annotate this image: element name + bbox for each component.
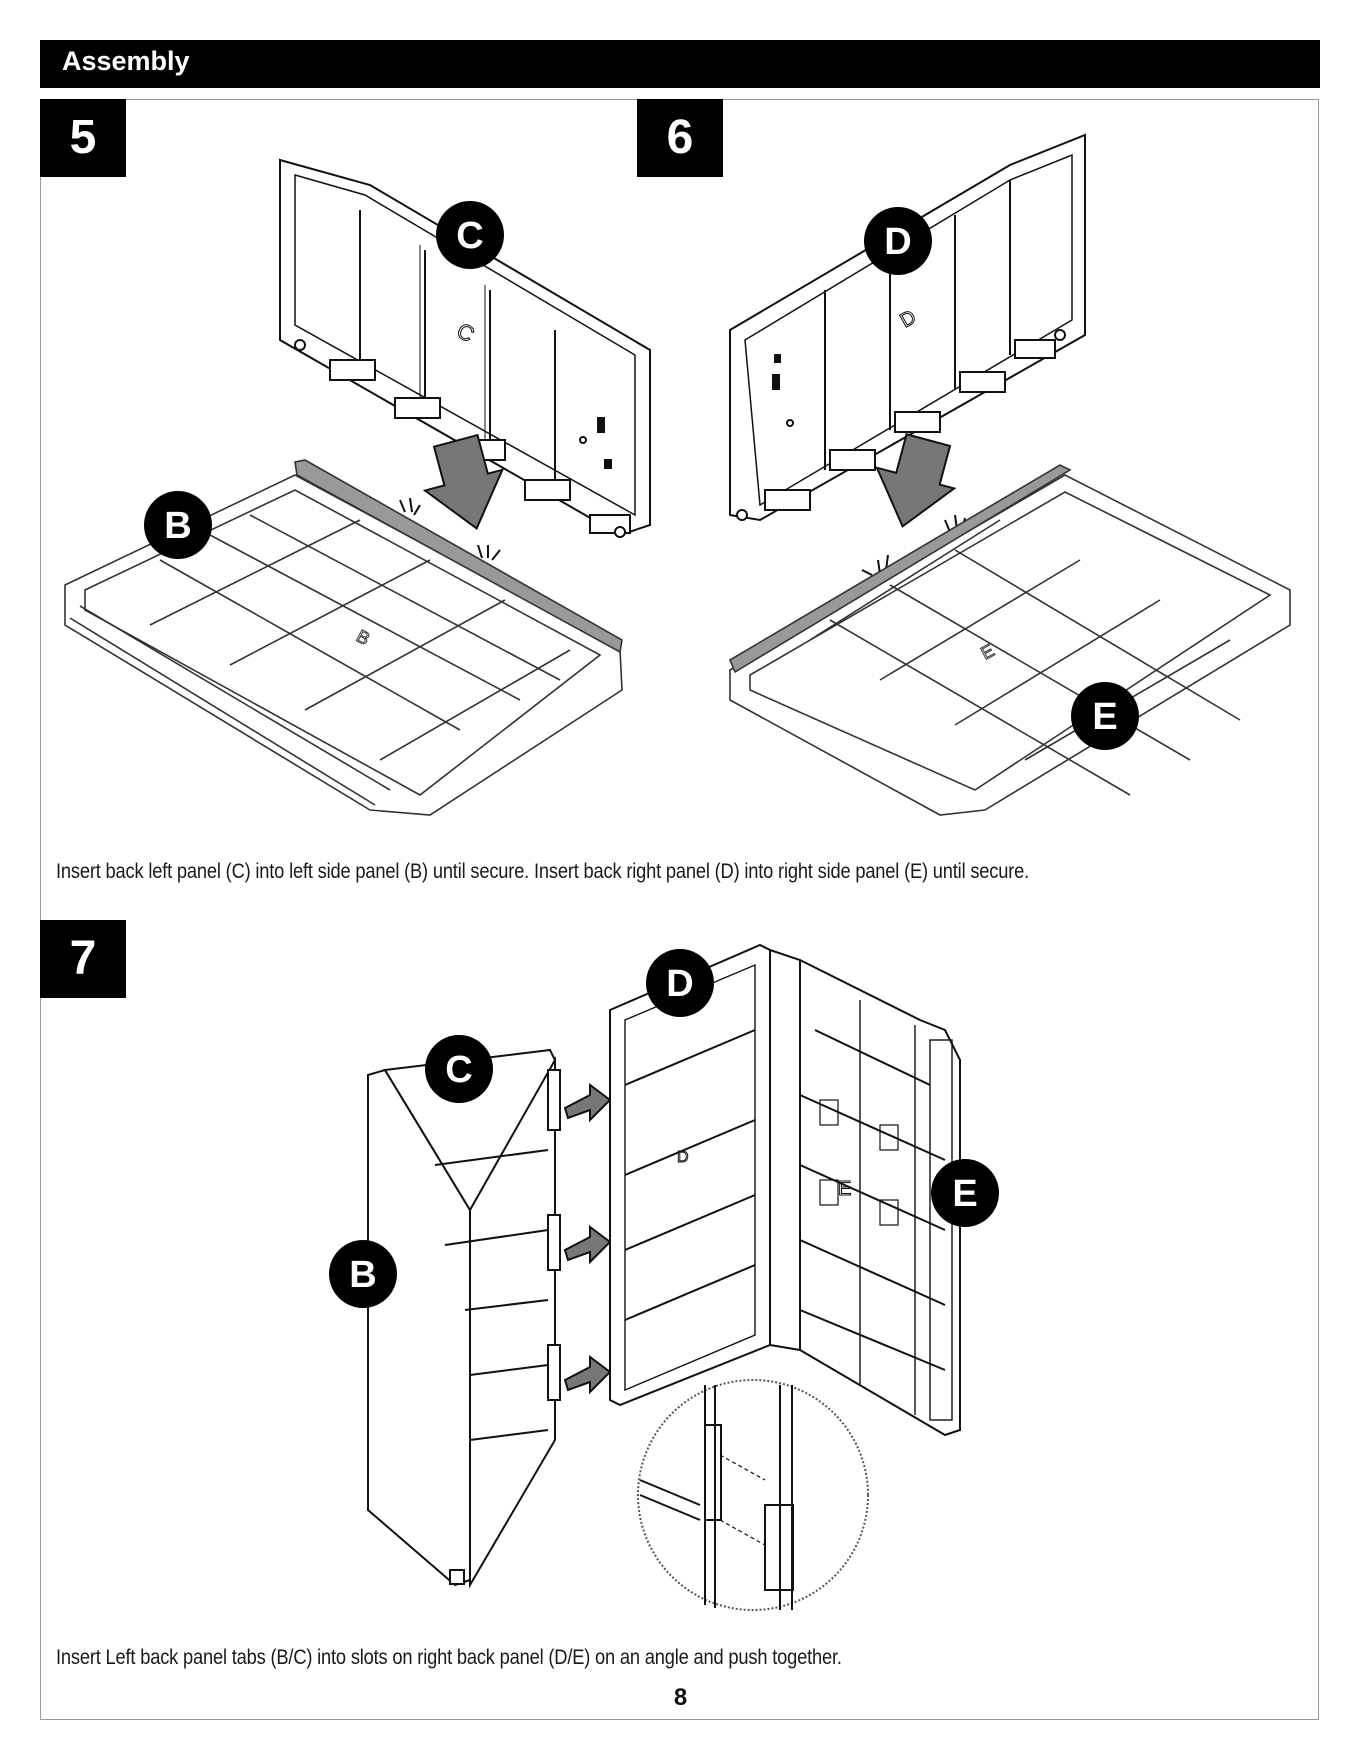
instruction-step-7: Insert Left back panel tabs (B/C) into s… <box>56 1646 842 1670</box>
svg-text:B: B <box>349 1254 376 1296</box>
push-arrow-icon-group <box>565 1085 610 1392</box>
callout-e-step7: E <box>930 1158 1000 1228</box>
callout-e-step6: E <box>1070 681 1140 751</box>
right-side-panel-e <box>730 465 1290 815</box>
svg-text:E: E <box>1092 696 1117 738</box>
svg-text:C: C <box>456 215 483 257</box>
svg-text:D: D <box>884 221 911 263</box>
svg-text:D: D <box>666 963 693 1005</box>
panel-e-embossed-letter-step7: E <box>838 1178 851 1200</box>
instruction-steps-5-6: Insert back left panel (C) into left sid… <box>56 860 1029 884</box>
callout-c-step5: C <box>435 200 505 270</box>
svg-text:B: B <box>164 505 191 547</box>
detail-magnifier-circle <box>638 1380 868 1610</box>
svg-text:E: E <box>952 1173 977 1215</box>
callout-b-step7: B <box>328 1239 398 1309</box>
page-number: 8 <box>0 1684 1361 1712</box>
svg-text:C: C <box>445 1049 472 1091</box>
callout-d-step7: D <box>645 948 715 1018</box>
assembled-right-back-panel-de <box>610 945 960 1435</box>
assembled-left-back-panel-bc <box>368 1050 560 1585</box>
panel-d-embossed-letter-step7: D <box>677 1149 689 1166</box>
callout-c-step7: C <box>424 1034 494 1104</box>
callout-d-step6: D <box>863 206 933 276</box>
callout-b-step5: B <box>143 490 213 560</box>
